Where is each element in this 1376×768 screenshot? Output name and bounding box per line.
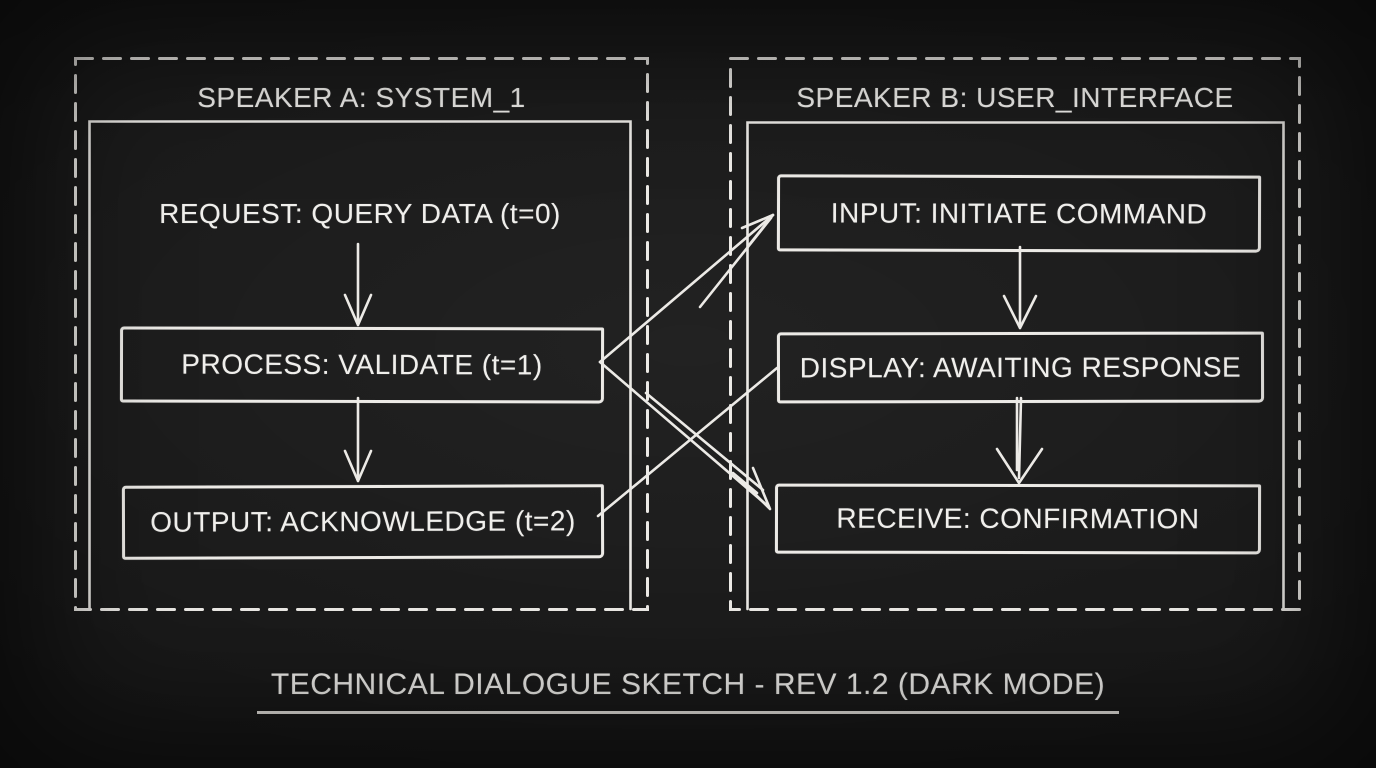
arrow-process-to-receive [598,360,772,511]
speaker-b-dashed-border [729,57,1301,611]
node-request: REQUEST: QUERY DATA (t=0) [95,194,625,234]
panel-title-speaker-a: SPEAKER A: SYSTEM_1 [75,80,648,116]
panel-title-speaker-b-text: SPEAKER B: USER_INTERFACE [796,82,1234,113]
arrow-request-to-process [343,242,373,327]
node-request-label: REQUEST: QUERY DATA (t=0) [159,198,561,229]
caption-row: TECHNICAL DIALOGUE SKETCH - REV 1.2 (DAR… [0,668,1376,714]
arrow-process-to-output [343,396,373,483]
caption-text: TECHNICAL DIALOGUE SKETCH - REV 1.2 (DAR… [256,668,1120,714]
node-process-label: PROCESS: VALIDATE (t=1) [181,348,543,381]
node-display: DISPLAY: AWAITING RESPONSE [776,331,1265,404]
node-display-label: DISPLAY: AWAITING RESPONSE [799,351,1242,383]
line-output-to-display [596,366,779,518]
node-input-label: INPUT: INITIATE COMMAND [830,197,1208,229]
node-receive-label: RECEIVE: CONFIRMATION [836,502,1200,535]
node-process: PROCESS: VALIDATE (t=1) [119,326,605,404]
arrow-display-to-receive [995,396,1044,485]
node-output-label: OUTPUT: ACKNOWLEDGE (t=2) [150,505,576,538]
arrow-process-to-input [598,213,775,364]
node-receive: RECEIVE: CONFIRMATION [774,483,1262,555]
node-input: INPUT: INITIATE COMMAND [776,174,1262,253]
arrow-input-to-display [1002,245,1038,330]
panel-title-speaker-b: SPEAKER B: USER_INTERFACE [730,80,1300,116]
speaker-b-inner-frame [746,121,1285,611]
speaker-a-dashed-border [74,57,649,611]
speaker-a-inner-frame [88,120,632,611]
node-output: OUTPUT: ACKNOWLEDGE (t=2) [121,484,605,560]
panel-title-speaker-a-text: SPEAKER A: SYSTEM_1 [197,82,526,113]
